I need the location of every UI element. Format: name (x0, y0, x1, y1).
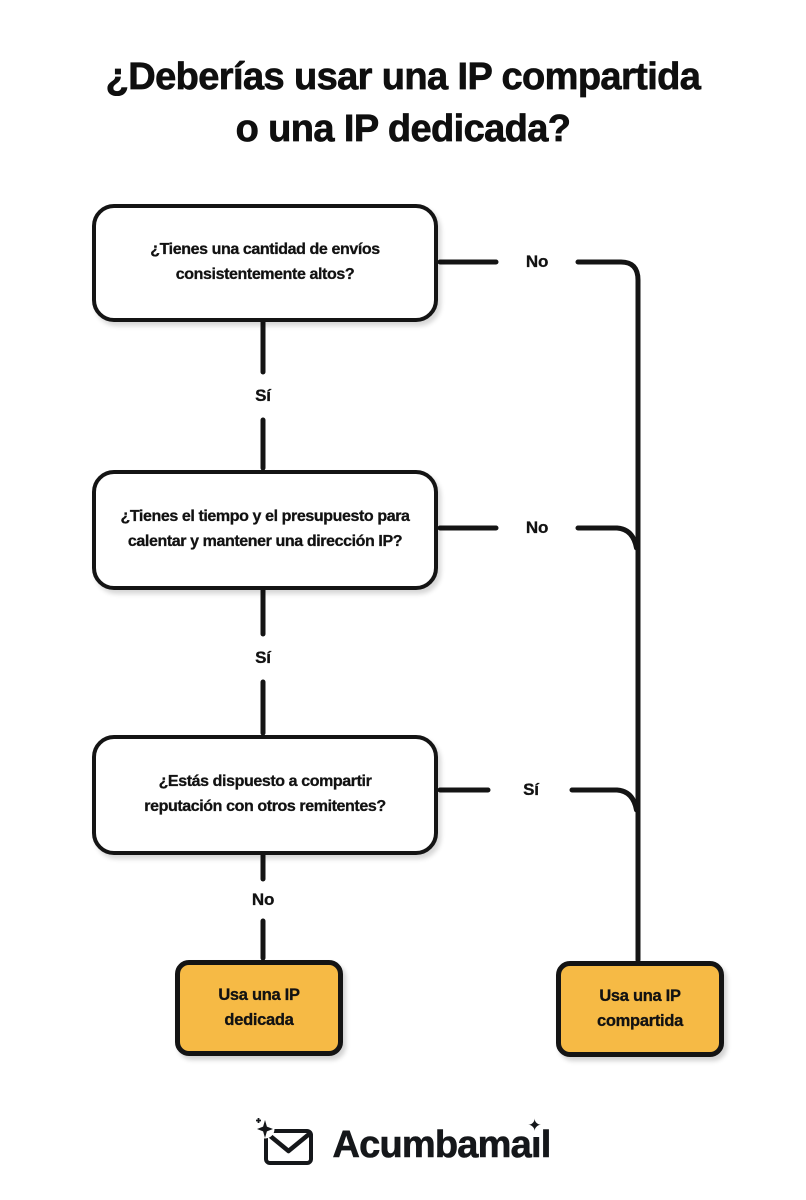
question-1-line1: ¿Tienes una cantidad de envíos (150, 241, 380, 259)
branch-label-q1-no: No (521, 252, 553, 272)
outcome-shared-text: Usa una IP compartida (597, 984, 684, 1034)
page-title-line1: ¿Deberías usar una IP compartida (105, 56, 701, 99)
question-box-2: ¿Tienes el tiempo y el presupuesto para … (92, 470, 438, 590)
question-box-3: ¿Estás dispuesto a compartir reputación … (92, 735, 438, 855)
question-2-line2: calentar y mantener una dirección IP? (127, 533, 403, 550)
connector-right-rail (575, 259, 641, 963)
question-1-line2: consistentemente altos? (175, 266, 355, 283)
branch-label-q2-no: No (521, 518, 553, 538)
connector-q2-side-b (575, 525, 639, 551)
question-3-text: ¿Estás dispuesto a compartir reputación … (144, 770, 386, 820)
outcome-shared-line1: Usa una IP (599, 987, 681, 1006)
brand-label: Acumbamail (332, 1124, 551, 1166)
question-3-line1: ¿Estás dispuesto a compartir (158, 773, 372, 791)
branch-label-q1-yes: Sí (251, 386, 275, 406)
branch-label-q3-yes: Sí (519, 780, 543, 800)
sparkle-star-icon (256, 1120, 273, 1138)
outcome-box-shared-ip: Usa una IP compartida (556, 961, 724, 1057)
sparkle-plus-icon (255, 1118, 261, 1123)
page-title: ¿Deberías usar una IP compartida o una I… (0, 52, 806, 155)
envelope-icon (255, 1118, 313, 1165)
question-2-text: ¿Tienes el tiempo y el presupuesto para … (120, 505, 410, 555)
footer-logo: Acumbamail ✦ (0, 1117, 806, 1172)
question-3-line2: reputación con otros remitentes? (144, 798, 386, 815)
outcome-shared-line2: compartida (597, 1012, 684, 1030)
brand-text: Acumbamail ✦ (332, 1117, 551, 1166)
sparkle-icon: ✦ (527, 1116, 542, 1135)
outcome-dedicated-line1: Usa una IP (218, 986, 300, 1005)
question-2-line1: ¿Tienes el tiempo y el presupuesto para (120, 508, 410, 526)
outcome-dedicated-line2: dedicada (224, 1011, 294, 1029)
question-box-1: ¿Tienes una cantidad de envíos consisten… (92, 204, 438, 322)
connector-q3-side-b (569, 787, 639, 813)
branch-label-q3-no: No (247, 890, 279, 910)
question-1-text: ¿Tienes una cantidad de envíos consisten… (150, 238, 380, 288)
outcome-box-dedicated-ip: Usa una IP dedicada (175, 960, 343, 1056)
outcome-dedicated-text: Usa una IP dedicada (218, 983, 300, 1033)
i-dot-mask (530, 1127, 542, 1137)
page-title-line2: o una IP dedicada? (235, 107, 571, 150)
branch-label-q2-yes: Sí (251, 648, 275, 668)
